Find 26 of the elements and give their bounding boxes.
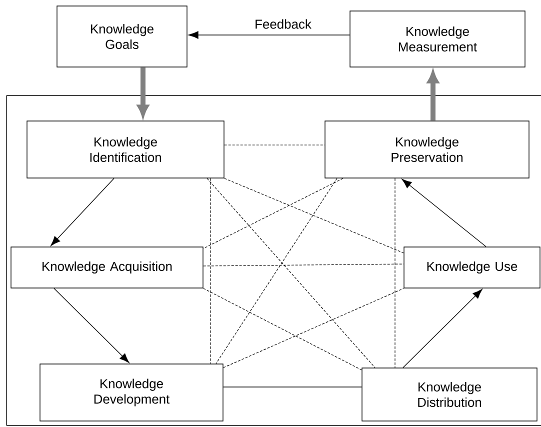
process-box: Knowledge Use xyxy=(404,246,540,288)
edge-label: Feedback xyxy=(254,18,312,30)
dashed-line xyxy=(203,264,404,266)
process-box: Knowledge Measurement xyxy=(350,10,526,68)
dashed-line xyxy=(206,178,376,368)
arrow xyxy=(402,178,486,247)
frame xyxy=(6,95,541,426)
arrow xyxy=(50,178,114,246)
dashed-line xyxy=(223,288,404,368)
process-box: Knowledge Distribution xyxy=(362,368,538,422)
process-box: Knowledge Development xyxy=(40,364,224,422)
dashed-line xyxy=(394,178,396,368)
dashed-line xyxy=(216,178,338,364)
process-box: Knowledge Preservation xyxy=(324,120,530,178)
dashed-line xyxy=(224,178,404,254)
connector-line xyxy=(223,386,362,388)
process-box: Knowledge Acquisition xyxy=(10,246,204,288)
process-box: Knowledge Goals xyxy=(56,6,188,68)
arrow xyxy=(188,31,350,39)
process-box: Knowledge Identification xyxy=(26,120,224,178)
dashed-line xyxy=(203,178,344,249)
arrow xyxy=(54,288,130,363)
dashed-line xyxy=(203,288,362,370)
arrow xyxy=(402,289,482,368)
dashed-line xyxy=(210,178,211,364)
dashed-line xyxy=(224,144,325,146)
